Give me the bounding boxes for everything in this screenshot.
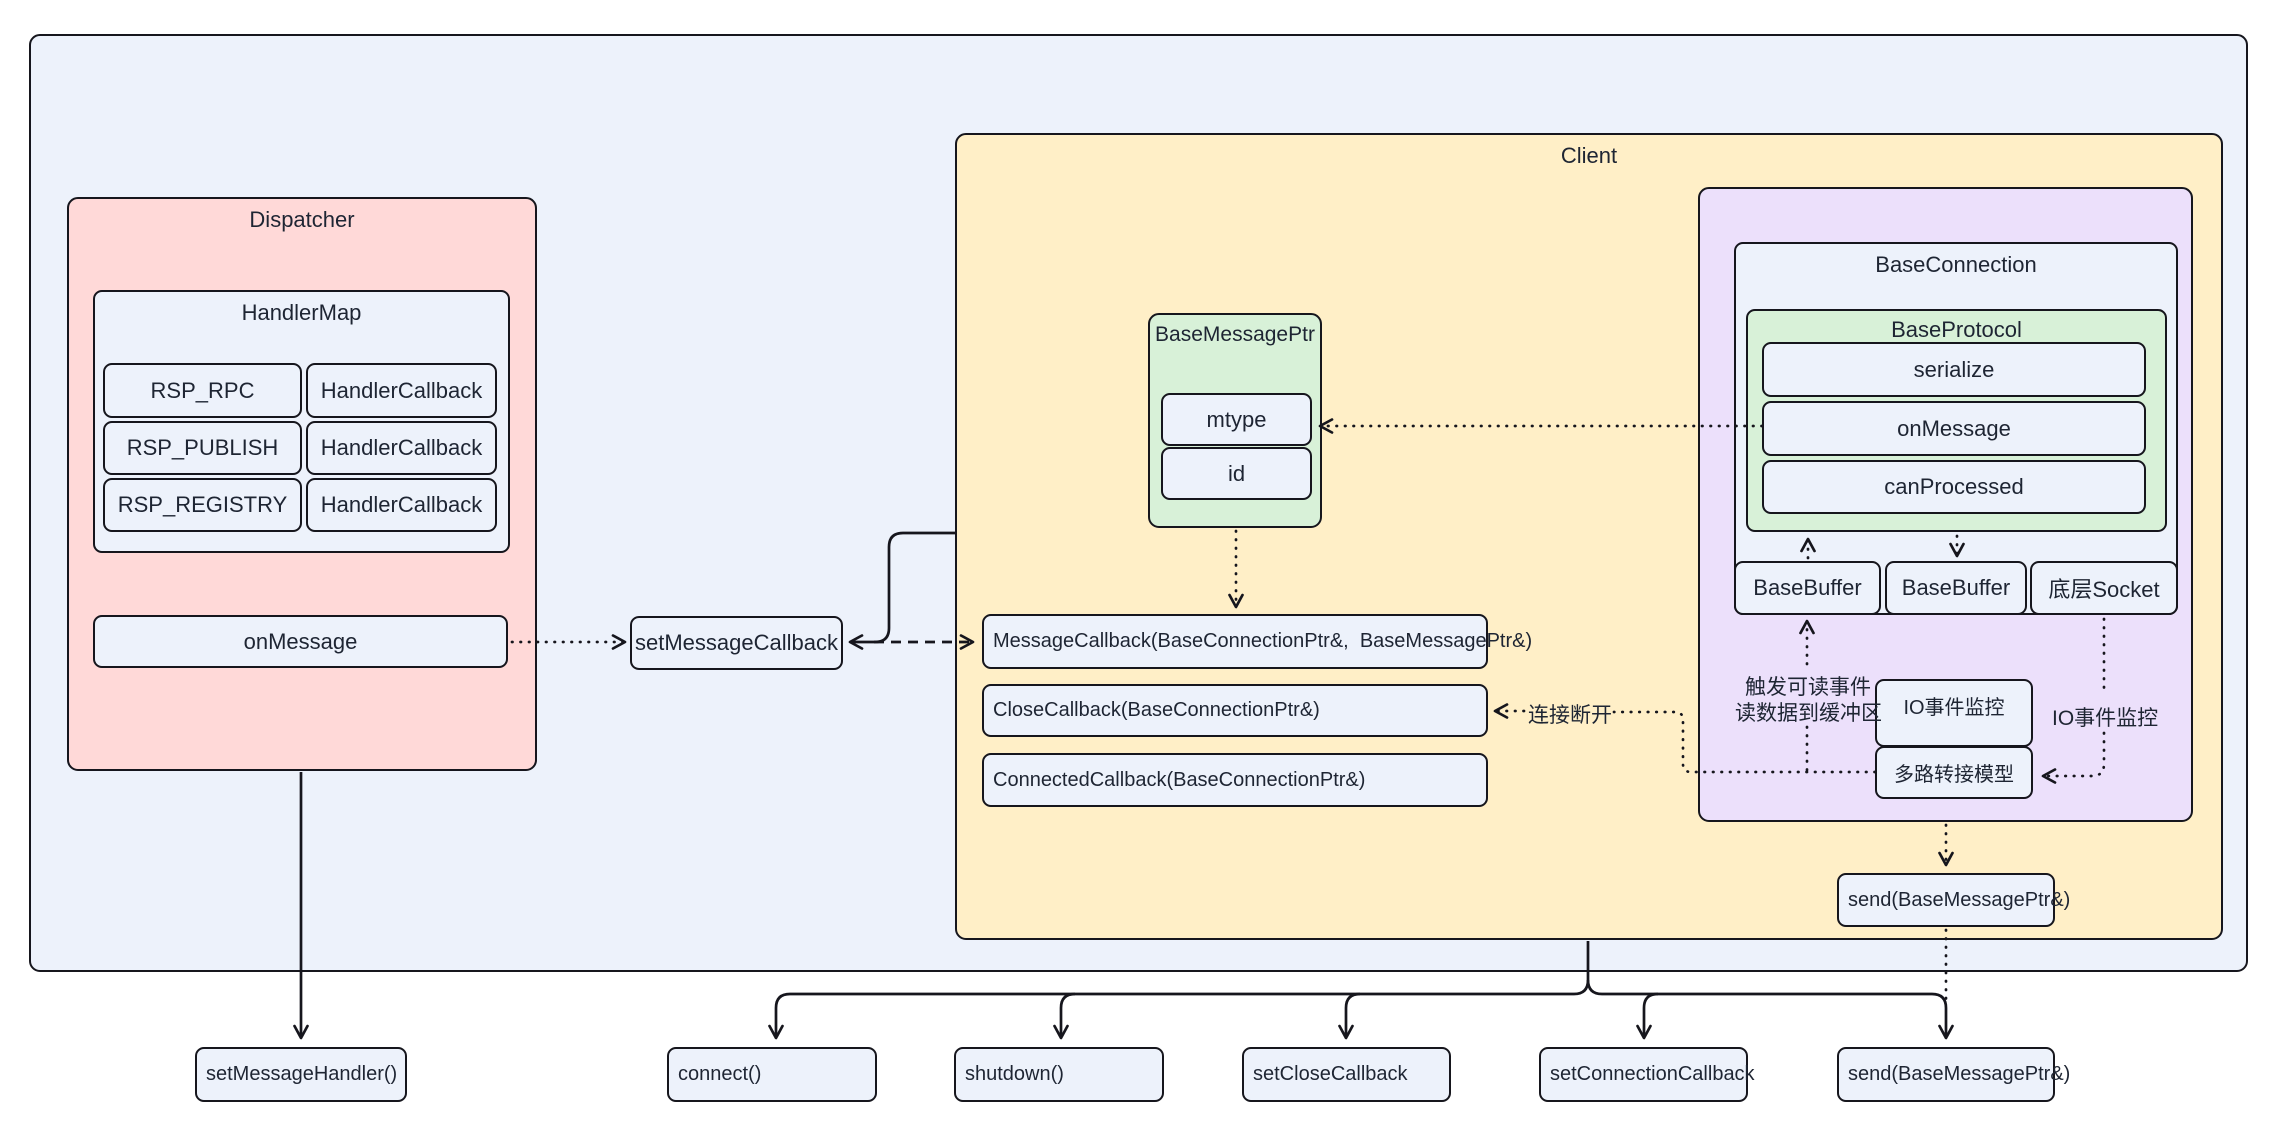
api-set-message-handler: setMessageHandler() xyxy=(195,1047,407,1102)
edge-branch-shutdown xyxy=(1053,992,1076,1040)
field-mtype: mtype xyxy=(1161,393,1312,446)
handler-map-value: HandlerCallback xyxy=(306,478,497,532)
dispatcher-title: Dispatcher xyxy=(249,207,355,232)
send-inner: send(BaseMessagePtr&) xyxy=(1837,873,2070,927)
edge-branch-setclosecallback xyxy=(1338,992,1361,1040)
base-protocol-title: BaseProtocol xyxy=(1891,317,2022,342)
multiplex-model-box: 多路转接模型 xyxy=(1875,746,2033,799)
edge-branch-setconnectioncallback xyxy=(1636,992,1659,1040)
api-set-close-callback: setCloseCallback xyxy=(1242,1047,1451,1102)
base-connection-title: BaseConnection xyxy=(1875,252,2037,277)
connected-callback: ConnectedCallback(BaseConnectionPtr&) xyxy=(982,753,1488,807)
method-can-processed: canProcessed xyxy=(1762,460,2146,514)
base-message-ptr-title: BaseMessagePtr xyxy=(1155,323,1315,346)
readable-event-annotation-line2: 读数据到缓冲区 xyxy=(1735,702,1882,725)
handler-map-title: HandlerMap xyxy=(241,300,362,325)
dispatcher-on-message: onMessage xyxy=(93,615,508,668)
api-set-connection-callback: setConnectionCallback xyxy=(1539,1047,1755,1102)
io-event-monitor-box: IO事件监控 xyxy=(1875,679,2033,747)
handler-map-key: RSP_RPC xyxy=(103,363,302,418)
api-send: send(BaseMessagePtr&) xyxy=(1837,1047,2070,1102)
handler-map-key: RSP_REGISTRY xyxy=(103,478,302,532)
socket-box: 底层Socket xyxy=(2030,561,2178,615)
readable-event-annotation-line1: 触发可读事件 xyxy=(1745,676,1871,699)
method-serialize: serialize xyxy=(1762,342,2146,397)
api-shutdown: shutdown() xyxy=(954,1047,1164,1102)
client-title: Client xyxy=(1560,143,1618,168)
base-buffer-recv: BaseBuffer xyxy=(1734,561,1881,615)
handler-map-value: HandlerCallback xyxy=(306,363,497,418)
disconnect-annotation: 连接断开 xyxy=(1528,704,1612,727)
close-callback: CloseCallback(BaseConnectionPtr&) xyxy=(982,684,1488,737)
handler-map-value: HandlerCallback xyxy=(306,421,497,475)
base-buffer-send: BaseBuffer xyxy=(1885,561,2027,615)
method-on-message: onMessage xyxy=(1762,401,2146,456)
api-connect: connect() xyxy=(667,1047,877,1102)
edge-client-tree-right xyxy=(1586,979,1954,1040)
io-monitor-annotation: IO事件监控 xyxy=(2052,707,2159,730)
set-message-callback: setMessageCallback xyxy=(630,616,843,670)
field-id: id xyxy=(1161,447,1312,500)
message-callback: MessageCallback(BaseConnectionPtr&, Base… xyxy=(982,614,1532,669)
handler-map-key: RSP_PUBLISH xyxy=(103,421,302,475)
